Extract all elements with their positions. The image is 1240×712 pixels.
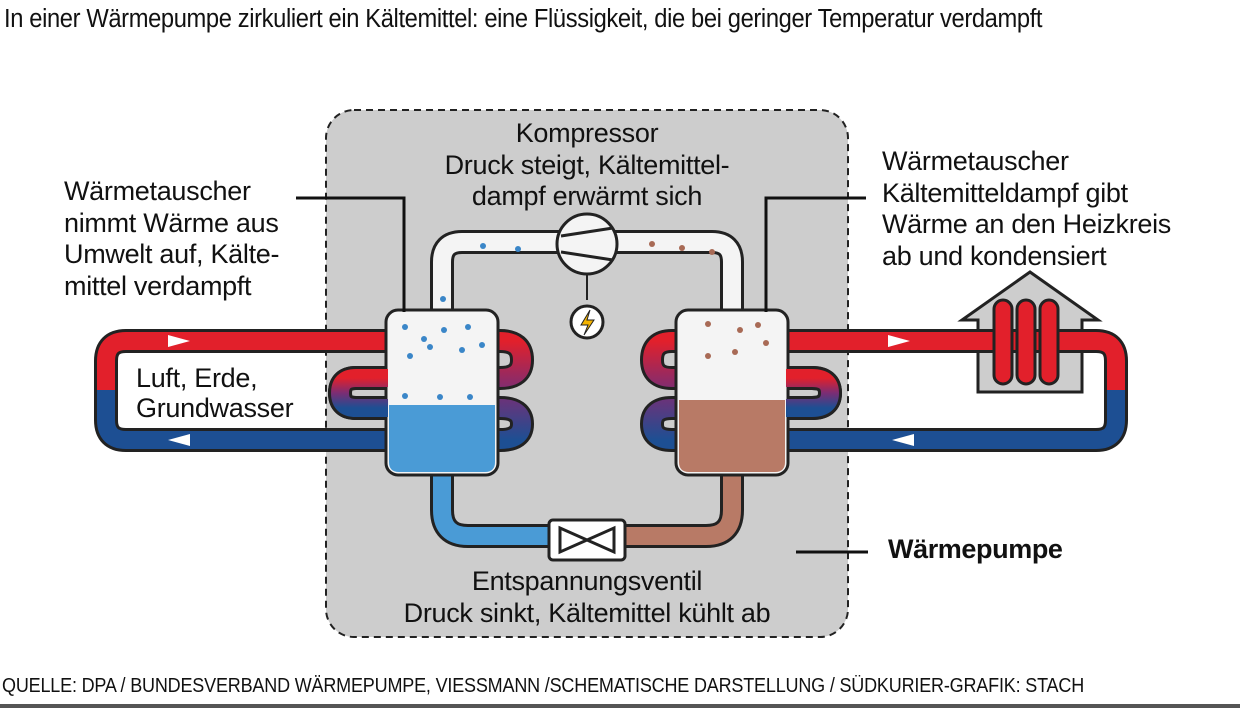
heat-pump-label: Wärmepumpe: [888, 534, 1063, 564]
arrow-icon: [892, 434, 914, 446]
arrow-icon: [168, 335, 190, 347]
right-exchanger-label: Wärmetauscher Kältemitteldampf gibt Wärm…: [882, 146, 1172, 271]
leader-lines: [296, 196, 868, 554]
valve-icon: [547, 518, 627, 562]
source-line: QUELLE: DPA / BUNDESVERBAND WÄRMEPUMPE, …: [2, 675, 1085, 697]
headline: In einer Wärmepumpe zirkuliert ein Kälte…: [4, 5, 1043, 33]
left-heat-exchanger: [384, 308, 500, 477]
bottom-rule: [0, 704, 1240, 708]
compressor-label: Kompressor Druck steigt, Kältemittel- da…: [444, 118, 730, 211]
arrow-icon: [888, 335, 910, 347]
lightning-icon: [569, 304, 605, 340]
arrow-icon: [168, 434, 190, 446]
left-exchanger-label: Wärmetauscher nimmt Wärme aus Umwelt auf…: [64, 176, 280, 301]
environment-label: Luft, Erde, Grundwasser: [136, 363, 294, 423]
radiator-icon: [964, 298, 1096, 386]
compressor-icon: [555, 212, 619, 300]
valve-label: Entspannungsventil Druck sinkt, Kältemit…: [403, 566, 771, 628]
right-heat-exchanger: [674, 308, 790, 477]
